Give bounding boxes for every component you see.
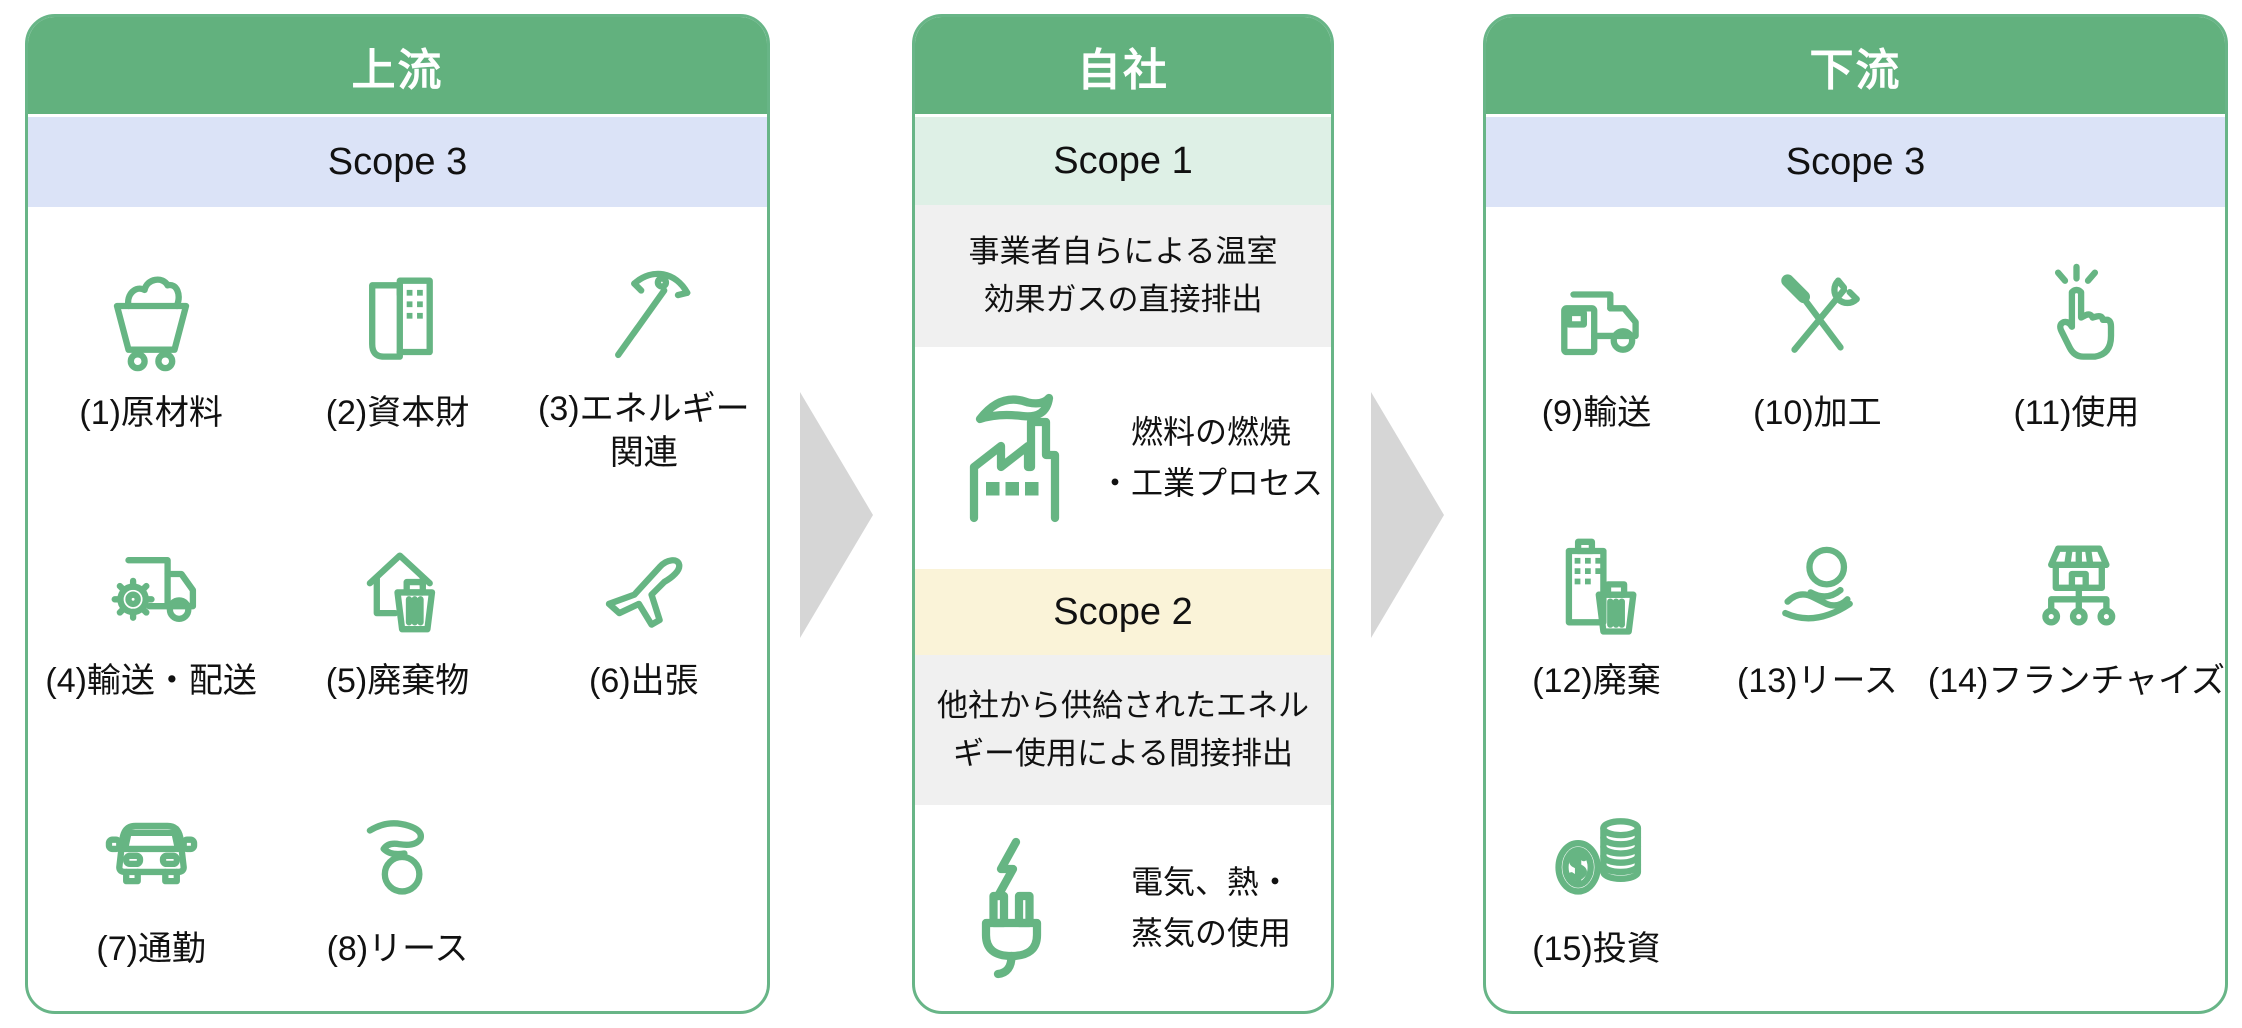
scope1-caption: 燃料の燃焼 ・工業プロセス [1098, 413, 1323, 501]
item-label: (14)フランチャイズ [1927, 662, 2225, 700]
upstream-items-grid: (1)原材料 (2)資本財 [28, 207, 767, 1011]
scope2-caption: 電気、熱・ 蒸気の使用 [1130, 863, 1291, 951]
list-item: (14)フランチャイズ [1928, 475, 2225, 743]
list-item: (13)リース [1707, 475, 1928, 743]
item-label: (2)資本財 [325, 394, 470, 432]
panel-upstream-title: 上流 [28, 17, 767, 117]
list-item: (2)資本財 [274, 207, 520, 475]
hand-coin-icon [340, 789, 455, 911]
tools-icon [1760, 253, 1875, 375]
list-item: (10)加工 [1707, 207, 1928, 475]
hand-person-icon [1760, 521, 1875, 643]
scope2-illustration-row: 電気、熱・ 蒸気の使用 [915, 805, 1331, 1011]
scope2-band: Scope 2 [915, 569, 1331, 655]
item-label: (15)投資 [1532, 930, 1661, 968]
right-arrow-icon [800, 392, 873, 638]
list-item: (11)使用 [1928, 207, 2225, 475]
item-label: (9)輸送 [1541, 394, 1652, 432]
list-item: (7)通勤 [28, 743, 274, 1011]
building-document-icon [340, 253, 455, 375]
panel-downstream-title: 下流 [1486, 17, 2225, 117]
item-label: (8)リース [326, 930, 469, 968]
house-trash-icon [340, 521, 455, 643]
downstream-scope3-band: Scope 3 [1486, 117, 2225, 207]
airplane-icon [586, 521, 701, 643]
scope1-illustration-row: 燃料の燃焼 ・工業プロセス [915, 347, 1331, 569]
truck-box-icon [1539, 253, 1654, 375]
item-label: (5)廃棄物 [325, 662, 470, 700]
building-trash-icon [1539, 521, 1654, 643]
panel-company: 自社 Scope 1 事業者自らによる温室 効果ガスの直接排出 燃料の燃焼 ・工… [912, 14, 1334, 1014]
plug-icon [941, 833, 1091, 983]
scope1-band: Scope 1 [915, 117, 1331, 205]
pickaxe-icon [586, 253, 701, 371]
item-label-line2: 関連 [609, 433, 678, 472]
car-icon [94, 789, 209, 911]
item-label: (6)出張 [589, 662, 699, 700]
right-arrow-icon [1371, 392, 1444, 638]
list-item: (9)輸送 [1486, 207, 1707, 475]
scope1-description: 事業者自らによる温室 効果ガスの直接排出 [915, 205, 1331, 347]
factory-icon [941, 383, 1091, 533]
click-hand-icon [2019, 253, 2134, 375]
list-item: (5)廃棄物 [274, 475, 520, 743]
truck-gear-icon [94, 521, 209, 643]
store-network-icon [2019, 521, 2134, 643]
downstream-items-grid: (9)輸送 (10)加工 [1486, 207, 2225, 1011]
mining-cart-icon [94, 253, 209, 375]
item-label: (7)通勤 [96, 930, 206, 968]
panel-company-title: 自社 [915, 17, 1331, 117]
list-item: (6)出張 [521, 475, 767, 743]
list-item: (1)原材料 [28, 207, 274, 475]
list-item: (12)廃棄 [1486, 475, 1707, 743]
list-item: (3)エネルギー 関連 [521, 207, 767, 475]
list-item: (4)輸送・配送 [28, 475, 274, 743]
panel-upstream: 上流 Scope 3 (1)原材料 [25, 14, 770, 1014]
item-label: (1)原材料 [79, 394, 223, 432]
panel-downstream: 下流 Scope 3 (9)輸送 [1483, 14, 2228, 1014]
item-label: (10)加工 [1753, 394, 1882, 432]
item-label: (12)廃棄 [1532, 662, 1661, 700]
scope2-description: 他社から供給されたエネル ギー使用による間接排出 [915, 655, 1331, 805]
item-label: (3)エネルギー [538, 389, 750, 428]
list-item: (15)投資 [1486, 743, 1707, 1011]
upstream-scope3-band: Scope 3 [28, 117, 767, 207]
item-label: (13)リース [1737, 662, 1898, 700]
item-label: (4)輸送・配送 [45, 662, 257, 700]
list-item: (8)リース [274, 743, 520, 1011]
item-label: (11)使用 [2013, 394, 2140, 432]
coins-icon [1539, 789, 1654, 911]
